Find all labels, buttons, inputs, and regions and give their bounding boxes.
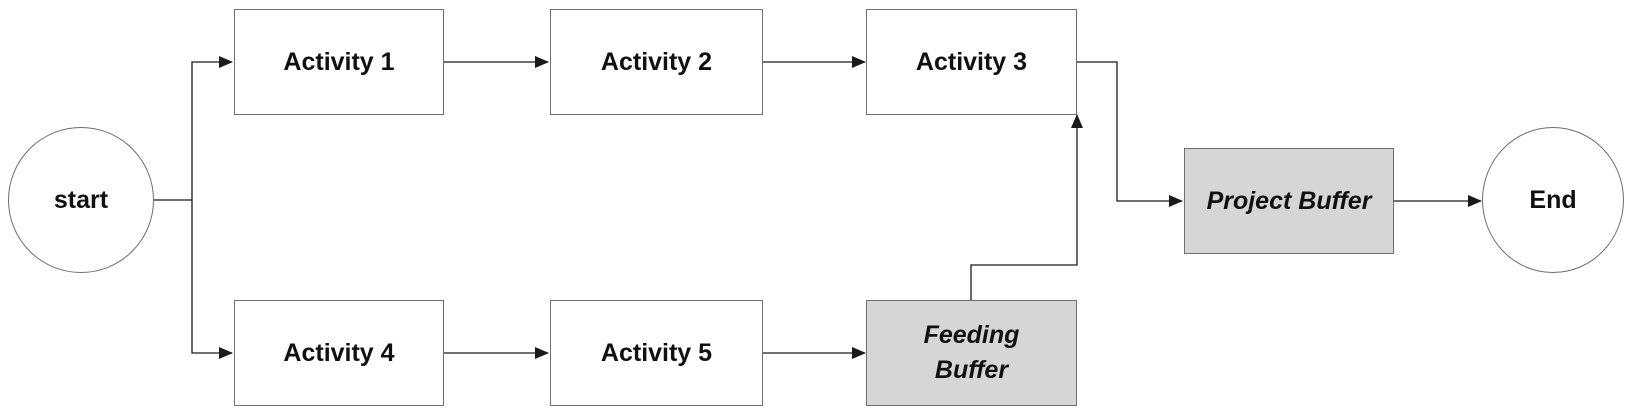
connector-activity3-project-buffer bbox=[1077, 61, 1183, 207]
activity-4-label: Activity 4 bbox=[283, 338, 395, 367]
activity-3-box: Activity 3 bbox=[866, 9, 1077, 115]
activity-5-box: Activity 5 bbox=[550, 300, 763, 406]
activity-1-label: Activity 1 bbox=[283, 47, 395, 76]
activity-3-label: Activity 3 bbox=[915, 47, 1028, 76]
activity-2-box: Activity 2 bbox=[550, 9, 763, 115]
end-label: End bbox=[1529, 185, 1577, 214]
start-label: start bbox=[53, 185, 109, 214]
activity-2-label: Activity 2 bbox=[600, 47, 713, 76]
activity-4-box: Activity 4 bbox=[234, 300, 444, 406]
connector-start-activity1 bbox=[191, 56, 233, 200]
activity-5-label: Activity 5 bbox=[600, 338, 713, 367]
end-node: End bbox=[1482, 127, 1624, 273]
activity-1-box: Activity 1 bbox=[234, 9, 444, 115]
project-buffer-box: Project Buffer bbox=[1184, 148, 1394, 254]
start-node: start bbox=[8, 127, 154, 273]
project-buffer-label: Project Buffer bbox=[1206, 186, 1372, 215]
feeding-buffer-box: Feeding Buffer bbox=[866, 300, 1077, 406]
feeding-buffer-label: Feeding Buffer bbox=[923, 321, 1020, 384]
connector-start-activity4 bbox=[191, 200, 233, 359]
connector-feeding-buffer-activity3 bbox=[970, 114, 1083, 300]
